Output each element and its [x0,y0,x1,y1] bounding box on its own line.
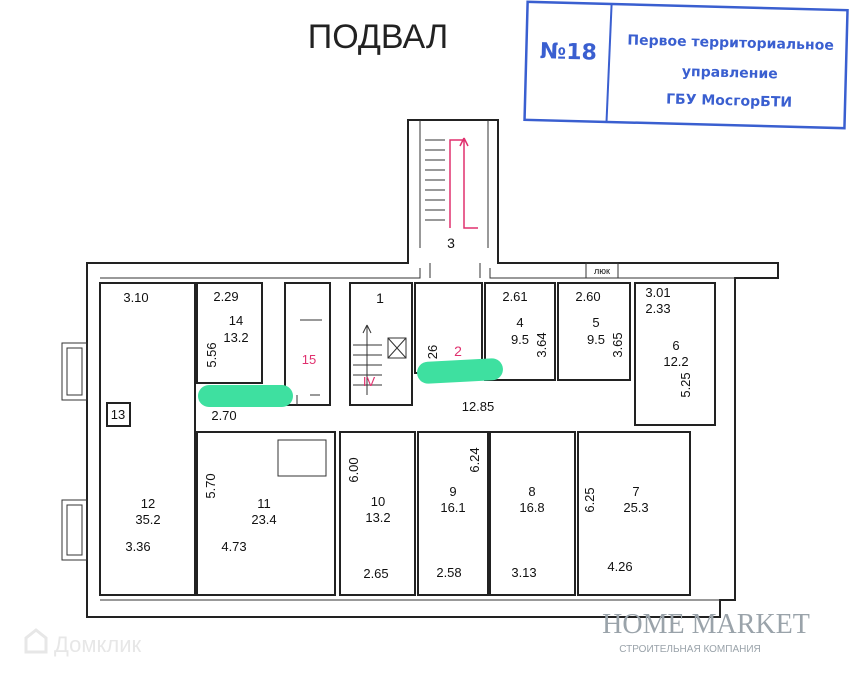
room-9-dim-b: 2.58 [436,565,461,580]
room-6-area: 12.2 [663,354,688,369]
stamp-line1: Первое территориальное [627,32,834,53]
room-2-dim: 26 [425,345,440,359]
room-14-dim-b: 5.56 [204,342,219,367]
room-14-area: 13.2 [223,330,248,345]
room-5-dim-a: 2.60 [575,289,600,304]
room-7-dim-a: 6.25 [582,487,597,512]
room-10-dim-a: 6.00 [346,457,361,482]
room-8-area: 16.8 [519,500,544,515]
corridor-dim: 12.85 [462,399,495,414]
room-5-dim-b: 3.65 [610,332,625,357]
room-4-area: 9.5 [511,332,529,347]
room-8-dim: 3.13 [511,565,536,580]
highlight-marks [198,358,503,407]
room-4-dim-b: 3.64 [534,332,549,357]
room-4-number: 4 [516,315,523,330]
plan-title: ПОДВАЛ [308,18,448,56]
room-3-number: 3 [447,235,455,251]
room-11-area: 23.4 [251,512,276,527]
home-market-watermark: HOME MARKET СТРОИТЕЛЬНАЯ КОМПАНИЯ [602,609,810,655]
room-9-area: 16.1 [440,500,465,515]
outer-walls [61,119,779,618]
room-12-number: 12 [141,496,155,511]
svg-text:Домклик: Домклик [54,632,142,657]
svg-text:СТРОИТЕЛЬНАЯ КОМПАНИЯ: СТРОИТЕЛЬНАЯ КОМПАНИЯ [619,644,761,655]
room-13-number: 13 [111,407,125,422]
room-12-dim-b: 3.36 [125,539,150,554]
room-10-area: 13.2 [365,510,390,525]
room-7-dim-b: 4.26 [607,559,632,574]
room-15-number: 15 [302,352,316,367]
room-11-number: 11 [257,496,271,511]
room-10-dim-b: 2.65 [363,566,388,581]
room-12-area: 35.2 [135,512,160,527]
room-9-dim-a: 6.24 [467,447,482,472]
room-labels: 1 2 26 3 2.61 4 9.5 3.64 2.60 5 9.5 3.65… [111,235,693,581]
room-2-number: 2 [454,343,462,359]
room-10-number: 10 [371,494,385,509]
stair-label: IV [363,374,376,389]
room-1-number: 1 [376,290,384,306]
room-11-dim-a: 5.70 [203,473,218,498]
room-walls [99,262,716,596]
room-6-dim-a: 3.01 [645,285,670,300]
bti-stamp: №18 Первое территориальное управление ГБ… [523,0,849,130]
room-9-number: 9 [449,484,456,499]
room-6-dim-c: 5.25 [678,372,693,397]
room-8-number: 8 [528,484,535,499]
stamp-line3: ГБУ МосгорБТИ [666,91,792,110]
room-11-dim-b: 4.73 [221,539,246,554]
room-6-dim-b: 2.33 [645,301,670,316]
stairs [353,137,478,395]
room-5-area: 9.5 [587,332,605,347]
room-14-dim-c: 2.70 [211,408,236,423]
room-14-dim-a: 2.29 [213,289,238,304]
stamp-number: №18 [539,39,597,65]
room-6-number: 6 [672,338,679,353]
domclick-watermark: Домклик [24,628,142,657]
room-7-area: 25.3 [623,500,648,515]
room-4-dim-a: 2.61 [502,289,527,304]
room-7-number: 7 [632,484,639,499]
stamp-line2: управление [682,64,778,83]
svg-text:HOME MARKET: HOME MARKET [602,609,810,640]
room-14-number: 14 [229,313,243,328]
hatch-label: люк [594,266,610,276]
room-5-number: 5 [592,315,599,330]
room-12-dim-a: 3.10 [123,290,148,305]
